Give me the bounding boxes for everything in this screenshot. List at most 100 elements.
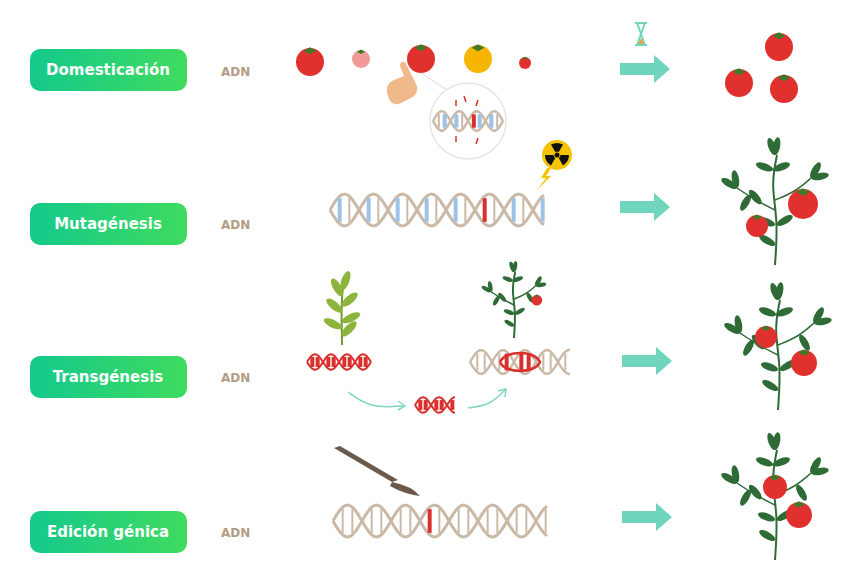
dna-rung	[438, 114, 440, 127]
leaf	[755, 160, 774, 173]
leaf	[755, 455, 774, 468]
tomato-calyx	[415, 44, 428, 51]
dna-rung	[316, 357, 320, 367]
dna-strand	[330, 194, 544, 226]
leaf	[747, 483, 764, 501]
transfer-head	[498, 389, 506, 397]
method-name: Edición génica	[47, 523, 169, 541]
domestication-illustration	[296, 23, 798, 159]
process-arrow	[622, 503, 672, 531]
hand	[387, 62, 417, 105]
dna-rung	[400, 509, 402, 533]
dna-strand	[470, 350, 570, 374]
hourglass	[635, 23, 647, 45]
dna-rung	[409, 509, 411, 533]
hourglass-sand	[638, 38, 644, 44]
leaf	[512, 275, 524, 283]
dna-strand	[415, 397, 455, 413]
leaf	[730, 170, 740, 189]
tomato	[786, 502, 812, 528]
dna-rung	[454, 114, 458, 127]
dna-rung	[545, 509, 547, 533]
leaf	[339, 319, 359, 339]
dna-rung	[464, 198, 466, 222]
leaf	[508, 261, 516, 273]
dna-rung	[342, 509, 344, 533]
leaf	[503, 308, 515, 316]
tomato	[763, 475, 787, 499]
dna-rung	[493, 198, 495, 222]
dna-rung	[450, 400, 454, 410]
leaf	[797, 333, 812, 352]
leaf	[322, 316, 344, 332]
method-name: Domesticación	[46, 61, 170, 79]
dna-rung	[516, 509, 518, 533]
leaf	[497, 292, 507, 303]
dna-rung	[424, 400, 428, 410]
method-box: Domesticación	[30, 49, 187, 91]
tomato	[725, 69, 753, 97]
tomato-calyx	[733, 68, 746, 75]
inserted-gene	[500, 353, 540, 371]
leaf	[329, 277, 346, 298]
leaf	[339, 290, 359, 309]
leaf	[765, 432, 778, 451]
leaf	[810, 466, 829, 476]
gene-editing-illustration	[333, 432, 829, 560]
dna-strand	[333, 505, 547, 537]
leaf	[730, 465, 740, 484]
dna-rung	[428, 509, 432, 533]
leaf	[324, 296, 344, 315]
tomato-calyx	[304, 47, 317, 54]
spark	[476, 100, 478, 106]
dna-rung	[443, 114, 447, 127]
dna-rung	[326, 357, 330, 367]
transfer-line	[348, 392, 403, 407]
leaf	[733, 315, 743, 334]
spark	[455, 100, 457, 106]
leaf	[765, 137, 778, 156]
dna-rung	[519, 354, 523, 371]
dna-strand	[433, 111, 503, 131]
dna-label: ADN	[221, 371, 250, 385]
leaf	[813, 316, 832, 326]
tomato	[352, 50, 370, 68]
dna-rung	[377, 198, 379, 222]
method-name: Mutagénesis	[54, 215, 162, 233]
tomato	[791, 350, 817, 376]
dna-label: ADN	[221, 218, 250, 232]
dna-label: ADN	[221, 65, 250, 79]
leaf	[760, 360, 779, 373]
lightning	[537, 168, 551, 190]
dna-strand	[470, 350, 570, 374]
zoom-line	[421, 73, 450, 92]
leaf	[761, 378, 780, 393]
radiation-blade	[559, 155, 569, 165]
spark	[464, 96, 466, 102]
tomato	[746, 215, 768, 237]
spark	[455, 136, 457, 142]
tomato-calyx	[796, 188, 810, 196]
transfer-line	[468, 390, 505, 408]
dna-rung	[496, 509, 498, 533]
dna-rung	[541, 198, 545, 222]
leaf	[487, 281, 493, 292]
tomato	[755, 326, 777, 348]
dna-rung	[542, 354, 544, 371]
dna-rung	[525, 509, 527, 533]
tomato-calyx	[752, 214, 762, 220]
tomato	[765, 33, 793, 61]
dna-rung	[332, 357, 336, 367]
dna-rung	[358, 357, 362, 367]
dna-rung	[454, 198, 458, 222]
dna-rung	[496, 114, 498, 127]
scalpel-blade	[390, 482, 420, 496]
tomato-calyx	[773, 32, 786, 39]
tomato	[770, 75, 798, 103]
leaf	[502, 275, 514, 283]
tomato-calyx	[770, 474, 781, 480]
dna-rung	[406, 198, 408, 222]
leaf	[772, 455, 791, 468]
dna-rung	[472, 114, 476, 127]
